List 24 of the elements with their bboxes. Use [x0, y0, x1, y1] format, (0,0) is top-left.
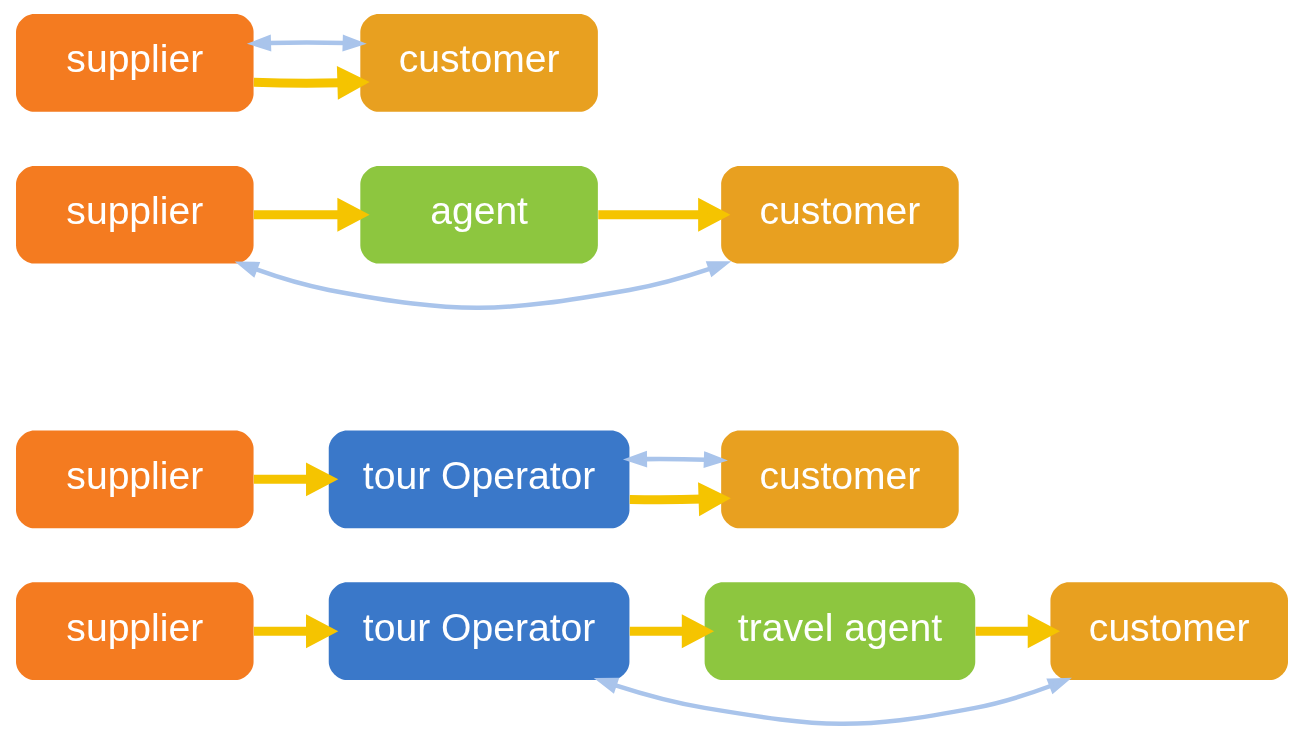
node-box: customer	[720, 165, 959, 264]
node-box: supplier	[15, 582, 254, 681]
arrow	[622, 450, 728, 469]
arrow	[253, 66, 370, 100]
node-box: tour Operator	[328, 430, 629, 529]
arrow	[629, 614, 714, 649]
arrow	[253, 614, 338, 649]
node-box: agent	[359, 165, 598, 264]
node-box: supplier	[15, 165, 254, 264]
node-box: travel agent	[704, 582, 975, 681]
arrow	[629, 482, 731, 517]
node-box: customer	[359, 14, 598, 112]
arrow	[234, 261, 731, 310]
node-box: supplier	[15, 14, 254, 112]
node-box: supplier	[15, 430, 254, 529]
arrow	[253, 197, 370, 232]
node-box: customer	[720, 430, 959, 529]
arrow	[975, 614, 1060, 649]
arrow	[246, 34, 367, 52]
arrow	[253, 462, 338, 497]
arrow	[597, 197, 730, 232]
node-box: tour Operator	[328, 582, 629, 681]
arrow	[593, 677, 1072, 727]
node-box: customer	[1049, 582, 1288, 681]
